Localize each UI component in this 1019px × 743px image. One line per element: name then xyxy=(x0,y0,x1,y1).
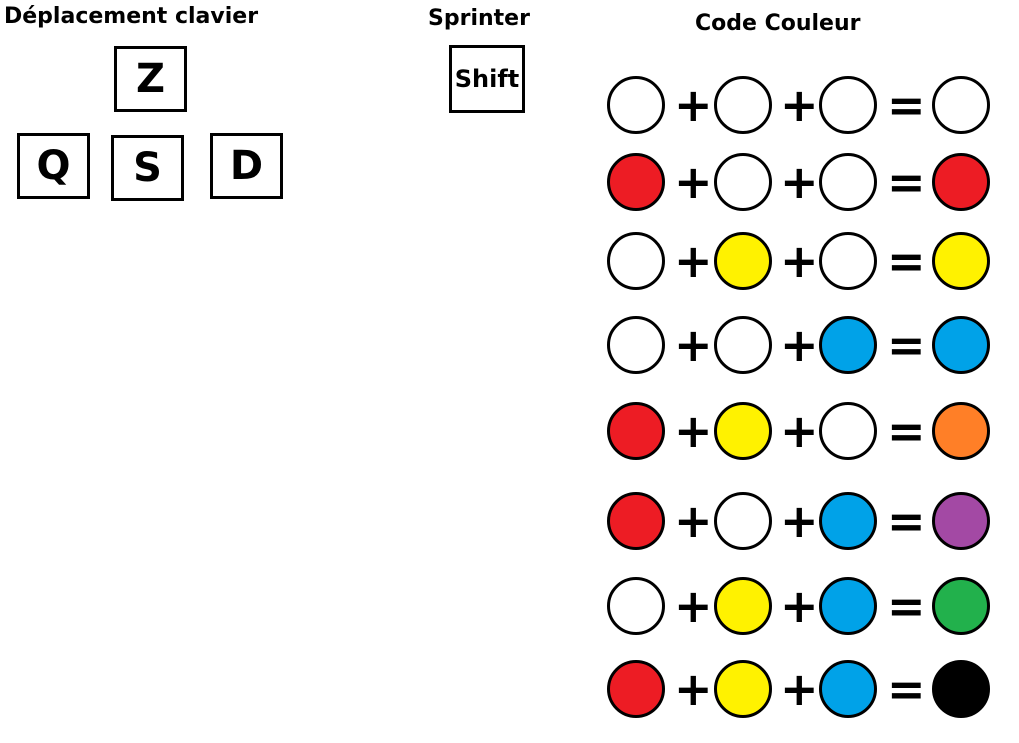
input-color-dot xyxy=(714,660,772,718)
input-color-dot xyxy=(607,577,665,635)
key-shift-sprint: Shift xyxy=(449,45,525,113)
input-color-dot xyxy=(714,153,772,211)
result-color-dot xyxy=(932,232,990,290)
equals-sign: = xyxy=(887,404,926,458)
input-color-dot xyxy=(819,402,877,460)
plus-sign: + xyxy=(674,404,713,458)
input-color-dot xyxy=(714,402,772,460)
color-code-title: Code Couleur xyxy=(695,11,861,36)
result-color-dot xyxy=(932,660,990,718)
plus-sign: + xyxy=(780,78,819,132)
equals-sign: = xyxy=(887,662,926,716)
input-color-dot xyxy=(607,232,665,290)
plus-sign: + xyxy=(674,78,713,132)
input-color-dot xyxy=(714,232,772,290)
result-color-dot xyxy=(932,492,990,550)
input-color-dot xyxy=(819,76,877,134)
color-row: + + = xyxy=(604,402,996,464)
plus-sign: + xyxy=(780,155,819,209)
input-color-dot xyxy=(819,232,877,290)
color-row: + + = xyxy=(604,492,996,554)
input-color-dot xyxy=(714,577,772,635)
plus-sign: + xyxy=(780,234,819,288)
key-z-up: Z xyxy=(114,46,187,112)
plus-sign: + xyxy=(674,494,713,548)
input-color-dot xyxy=(819,316,877,374)
color-row: + + = xyxy=(604,76,996,138)
equals-sign: = xyxy=(887,318,926,372)
color-row: + + = xyxy=(604,577,996,639)
result-color-dot xyxy=(932,402,990,460)
color-row: + + = xyxy=(604,153,996,215)
equals-sign: = xyxy=(887,494,926,548)
color-row: + + = xyxy=(604,316,996,378)
equals-sign: = xyxy=(887,78,926,132)
input-color-dot xyxy=(714,316,772,374)
color-row: + + = xyxy=(604,660,996,722)
equals-sign: = xyxy=(887,234,926,288)
plus-sign: + xyxy=(780,662,819,716)
input-color-dot xyxy=(607,492,665,550)
equals-sign: = xyxy=(887,579,926,633)
equals-sign: = xyxy=(887,155,926,209)
plus-sign: + xyxy=(674,662,713,716)
input-color-dot xyxy=(819,492,877,550)
input-color-dot xyxy=(714,76,772,134)
plus-sign: + xyxy=(674,234,713,288)
result-color-dot xyxy=(932,577,990,635)
input-color-dot xyxy=(607,316,665,374)
key-q-left: Q xyxy=(17,133,90,199)
result-color-dot xyxy=(932,316,990,374)
plus-sign: + xyxy=(780,404,819,458)
input-color-dot xyxy=(819,660,877,718)
result-color-dot xyxy=(932,153,990,211)
result-color-dot xyxy=(932,76,990,134)
input-color-dot xyxy=(607,402,665,460)
input-color-dot xyxy=(819,153,877,211)
input-color-dot xyxy=(714,492,772,550)
input-color-dot xyxy=(607,76,665,134)
key-d-right: D xyxy=(210,133,283,199)
input-color-dot xyxy=(607,660,665,718)
color-row: + + = xyxy=(604,232,996,294)
movement-title: Déplacement clavier xyxy=(4,4,259,29)
plus-sign: + xyxy=(780,494,819,548)
plus-sign: + xyxy=(780,579,819,633)
input-color-dot xyxy=(607,153,665,211)
input-color-dot xyxy=(819,577,877,635)
plus-sign: + xyxy=(674,155,713,209)
plus-sign: + xyxy=(674,318,713,372)
plus-sign: + xyxy=(674,579,713,633)
sprint-title: Sprinter xyxy=(428,6,530,31)
plus-sign: + xyxy=(780,318,819,372)
key-s-down: S xyxy=(111,135,184,201)
